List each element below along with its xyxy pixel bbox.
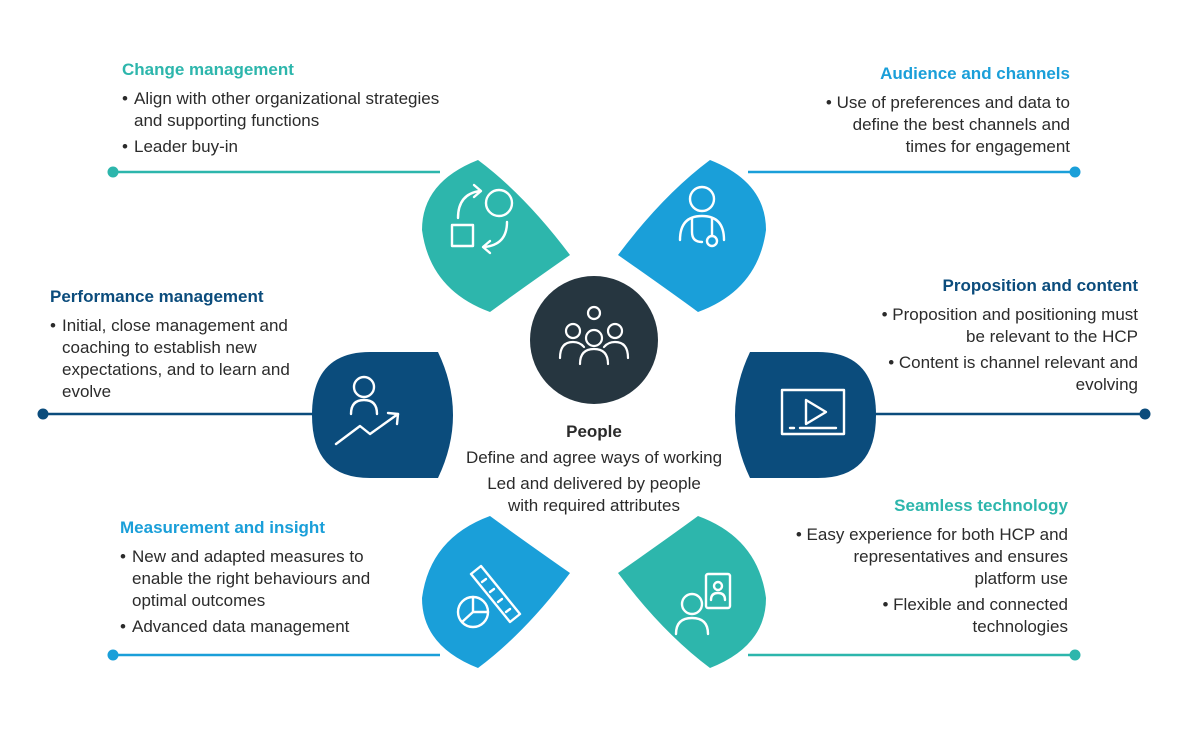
list-item: Use of preferences and data to define th…	[810, 92, 1070, 158]
audience-channels-bullets: Use of preferences and data to define th…	[790, 92, 1070, 158]
performance-management-block: Performance management Initial, close ma…	[50, 287, 310, 407]
list-item: Content is channel relevant and evolving	[876, 352, 1138, 396]
center-people-text: People Define and agree ways of working …	[434, 421, 754, 517]
change-cycle-icon	[450, 183, 514, 255]
list-item: Proposition and positioning must be rele…	[876, 304, 1138, 348]
seamless-technology-title: Seamless technology	[894, 496, 1068, 515]
list-item: Flexible and connected technologies	[848, 594, 1068, 638]
person-growth-icon	[334, 375, 400, 446]
petal-measurement-insight	[422, 516, 570, 668]
connector-seamless-technology	[748, 649, 1081, 661]
list-item: Advanced data management	[120, 616, 410, 638]
list-item: Easy experience for both HCP and represe…	[788, 524, 1068, 590]
person-tablet-icon	[674, 572, 732, 636]
change-management-bullets: Align with other organizational strategi…	[122, 88, 482, 158]
petal-proposition-content	[735, 352, 876, 478]
connector-proposition-content	[868, 408, 1151, 420]
connector-performance-management	[37, 408, 320, 420]
petal-audience-channels	[618, 160, 766, 312]
people-group-icon	[558, 305, 630, 366]
connector-measurement-insight	[107, 649, 440, 661]
ruler-chart-icon	[456, 564, 522, 629]
petal-seamless-technology	[618, 516, 766, 668]
proposition-content-title: Proposition and content	[942, 276, 1139, 295]
center-title: People	[566, 422, 622, 441]
center-line: Led and delivered by people	[487, 474, 701, 493]
change-management-block: Change management Align with other organ…	[122, 60, 482, 162]
audience-channels-title: Audience and channels	[880, 64, 1070, 83]
center-line: Define and agree ways of working	[465, 448, 723, 467]
measurement-insight-block: Measurement and insight New and adapted …	[120, 518, 410, 642]
audience-channels-block: Audience and channels Use of preferences…	[790, 64, 1070, 162]
list-item: New and adapted measures to enable the r…	[120, 546, 412, 612]
connector-audience-channels	[748, 166, 1081, 178]
change-management-title: Change management	[122, 60, 294, 79]
connector-change-management	[107, 166, 440, 178]
center-line: with required attributes	[508, 496, 680, 515]
center-people-circle	[530, 276, 658, 404]
petal-change-management	[422, 160, 570, 312]
proposition-content-bullets: Proposition and positioning must be rele…	[858, 304, 1138, 396]
performance-management-bullets: Initial, close management and coaching t…	[50, 315, 310, 403]
proposition-content-block: Proposition and content Proposition and …	[858, 276, 1138, 400]
measurement-insight-title: Measurement and insight	[120, 518, 325, 537]
list-item: Align with other organizational strategi…	[122, 88, 456, 132]
petal-performance-management	[312, 352, 453, 478]
list-item: Leader buy-in	[122, 136, 482, 158]
seamless-technology-block: Seamless technology Easy experience for …	[778, 496, 1068, 642]
list-item: Initial, close management and coaching t…	[50, 315, 304, 403]
doctor-stethoscope-icon	[678, 185, 726, 248]
video-player-icon	[780, 388, 846, 436]
measurement-insight-bullets: New and adapted measures to enable the r…	[120, 546, 410, 638]
performance-management-title: Performance management	[50, 287, 264, 306]
seamless-technology-bullets: Easy experience for both HCP and represe…	[778, 524, 1068, 638]
